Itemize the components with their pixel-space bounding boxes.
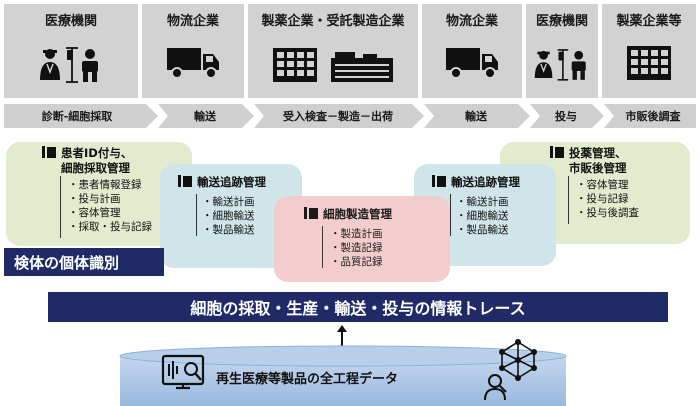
user-search-icon [484, 372, 510, 402]
box-cell-manufacturing: 細胞製造管理 ・製造計画 ・製造記録 ・品質記録 [274, 196, 450, 282]
connector-line [60, 176, 61, 238]
box-item-list: ・製造計画 ・製造記録 ・品質記録 [330, 227, 383, 269]
building-icon [602, 44, 696, 80]
list-item: ・採取・投与記録 [68, 221, 152, 233]
box-title: 輸送追跡管理 [178, 175, 266, 190]
stakeholder-panel-logistics-1: 物流企業 [142, 4, 244, 98]
connector-line [322, 226, 323, 268]
marker-icon [178, 175, 181, 187]
stakeholder-panel-logistics-2: 物流企業 [422, 4, 522, 98]
list-item: ・品質記録 [330, 256, 383, 268]
process-step-label: 輸送 [194, 110, 216, 123]
data-analysis-icon [160, 352, 210, 394]
process-step-label: 市販後調査 [625, 110, 681, 123]
factory-icon [248, 44, 418, 84]
connector-line [196, 194, 197, 236]
marker-icon [42, 146, 45, 158]
stakeholder-panel-manufacturer: 製薬企業・受託製造企業 [248, 4, 418, 98]
list-item: ・輸送計画 [456, 196, 509, 208]
list-item: ・細胞輸送 [456, 210, 509, 222]
list-item: ・製品輸送 [456, 224, 509, 236]
connector-line [450, 194, 451, 236]
box-title: 投薬管理、 市販後管理 [550, 146, 627, 176]
process-step-label: 診断-細胞採取 [41, 110, 113, 123]
marker-icon [437, 176, 446, 187]
process-step-label: 受入検査－製造－出荷 [283, 110, 393, 123]
doctor-patient-icon [4, 44, 138, 84]
process-step-label: 投与 [555, 110, 577, 123]
process-step-administration: 投与 [530, 104, 604, 128]
marker-icon [432, 175, 435, 187]
box-item-list: ・容体管理 ・投与記録 ・投与後調査 [576, 178, 639, 220]
stakeholder-title: 製薬企業等 [616, 14, 682, 29]
stakeholder-title: 物流企業 [445, 14, 498, 29]
truck-icon [422, 44, 522, 80]
database-cylinder [118, 344, 568, 406]
list-item: ・患者情報登録 [68, 179, 142, 191]
database-label: 再生医療等製品の全工程データ [216, 372, 399, 387]
list-item: ・容体管理 [576, 179, 629, 191]
network-icon [496, 338, 540, 382]
list-item: ・容体管理 [68, 207, 121, 219]
stakeholder-title: 製薬企業・受託製造企業 [261, 14, 405, 29]
stakeholder-panel-pharma: 製薬企業等 [602, 4, 696, 98]
list-item: ・投与後調査 [576, 207, 639, 219]
doctor-patient-icon [526, 44, 598, 84]
marker-icon [550, 146, 553, 158]
process-step-manufacturing: 受入検査－製造－出荷 [254, 104, 424, 128]
box-item-list: ・輸送計画 ・細胞輸送 ・製品輸送 [456, 195, 509, 237]
process-step-transport-2: 輸送 [424, 104, 530, 128]
box-item-list: ・患者情報登録 ・投与計画 ・容体管理 ・採取・投与記録 [68, 178, 152, 234]
process-step-label: 輸送 [465, 110, 487, 123]
list-item: ・輸送計画 [202, 196, 255, 208]
marker-icon [309, 208, 318, 219]
marker-icon [183, 176, 192, 187]
list-item: ・投与計画 [68, 193, 121, 205]
box-title: 輸送追跡管理 [432, 175, 520, 190]
list-item: ・製造計画 [330, 228, 383, 240]
specimen-identification-label: 検体の個体識別 [4, 248, 164, 276]
list-item: ・細胞輸送 [202, 210, 255, 222]
process-step-diagnosis: 診断-細胞採取 [4, 104, 158, 128]
truck-icon [142, 44, 244, 80]
stakeholder-panel-hospital-2: 医療機関 [526, 4, 598, 98]
marker-icon [555, 147, 564, 158]
process-step-transport-1: 輸送 [158, 104, 254, 128]
stakeholder-title: 物流企業 [166, 14, 219, 29]
marker-icon [304, 207, 307, 219]
connector-line [568, 176, 569, 224]
box-item-list: ・輸送計画 ・細胞輸送 ・製品輸送 [202, 195, 255, 237]
marker-icon [47, 147, 56, 158]
box-title: 細胞製造管理 [304, 207, 392, 222]
trace-banner: 細胞の採取・生産・輸送・投与の情報トレース [48, 292, 668, 322]
stakeholder-panel-hospital-1: 医療機関 [4, 4, 138, 98]
list-item: ・投与記録 [576, 193, 629, 205]
list-item: ・製品輸送 [202, 224, 255, 236]
process-step-postmarket: 市販後調査 [604, 104, 696, 128]
box-title: 患者ID付与、 細胞採取管理 [42, 146, 132, 176]
list-item: ・製造記録 [330, 242, 383, 254]
stakeholder-title: 医療機関 [44, 14, 97, 29]
stakeholder-title: 医療機関 [535, 14, 588, 29]
